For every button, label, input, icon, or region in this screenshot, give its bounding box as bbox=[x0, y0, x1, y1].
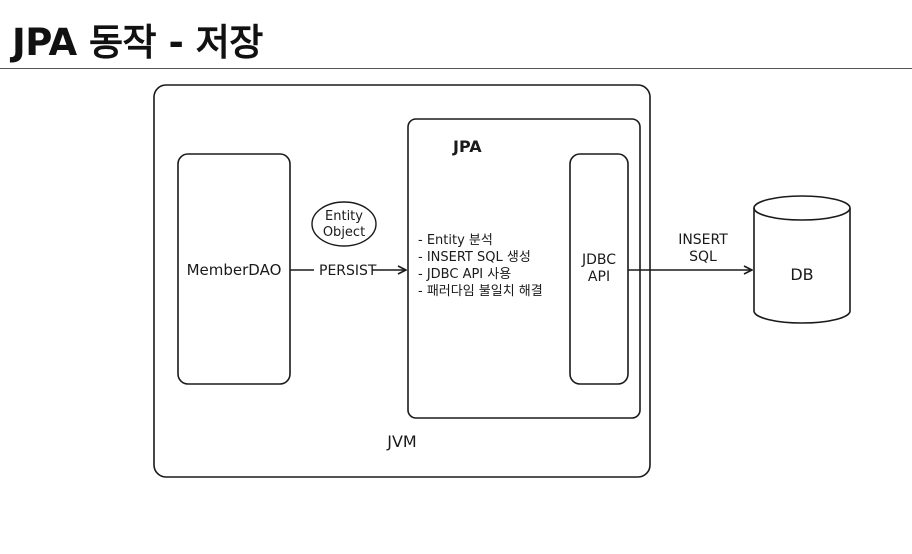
jdbc-api-box bbox=[569, 153, 629, 385]
title-divider bbox=[0, 68, 912, 69]
jvm-box bbox=[153, 84, 651, 478]
jpa-step-4: - 패러다임 불일치 해결 bbox=[418, 284, 543, 299]
jdbc-api-label-line2: API bbox=[588, 269, 610, 285]
jpa-box bbox=[407, 118, 641, 419]
member-dao-label: MemberDAO bbox=[187, 261, 282, 279]
jvm-label: JVM bbox=[386, 432, 416, 451]
jpa-step-2: - INSERT SQL 생성 bbox=[418, 250, 531, 265]
entity-object-ellipse bbox=[311, 201, 377, 247]
jdbc-api-label-line1: JDBC bbox=[581, 252, 616, 268]
db-label: DB bbox=[790, 265, 813, 284]
member-dao-box bbox=[177, 153, 291, 385]
entity-object-label-line1: Entity bbox=[325, 209, 363, 224]
entity-object-label-line2: Object bbox=[323, 225, 365, 240]
page-title: JPA 동작 - 저장 bbox=[12, 21, 263, 64]
db-cylinder bbox=[753, 195, 851, 324]
jpa-step-1: - Entity 분석 bbox=[418, 233, 493, 248]
persist-label: PERSIST bbox=[319, 263, 377, 279]
insert-sql-label-line2: SQL bbox=[689, 249, 717, 265]
jpa-label: JPA bbox=[452, 137, 482, 156]
insert-sql-label-line1: INSERT bbox=[678, 232, 728, 248]
jpa-step-3: - JDBC API 사용 bbox=[418, 267, 511, 282]
